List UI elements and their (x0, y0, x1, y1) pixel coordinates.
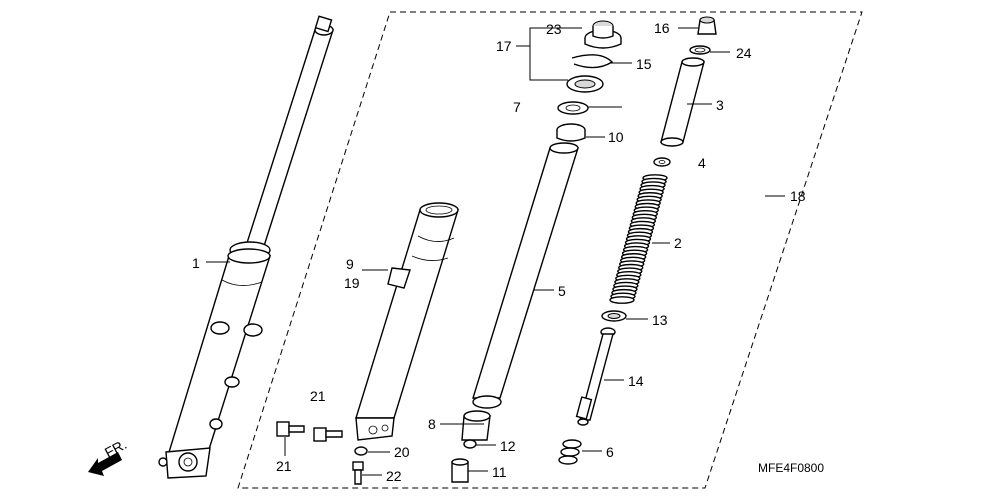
cap-23 (584, 20, 622, 49)
washer-7 (557, 101, 589, 115)
damper-rod-14 (575, 327, 616, 426)
label-10: 10 (608, 129, 624, 145)
label-4: 4 (698, 155, 706, 171)
label-20: 20 (394, 444, 410, 460)
bolt-22 (352, 461, 364, 485)
bolt-21a (276, 421, 305, 437)
label-21-bottom: 21 (276, 458, 292, 474)
spacer-3 (660, 57, 705, 147)
label-12: 12 (500, 438, 516, 454)
rebound-spring-6 (558, 439, 582, 465)
label-1: 1 (192, 255, 200, 271)
label-21-top: 21 (310, 388, 326, 404)
label-6: 6 (606, 444, 614, 460)
label-5: 5 (558, 283, 566, 299)
o-ring-24 (689, 45, 711, 55)
piston-11 (451, 458, 469, 483)
washer-4 (653, 157, 671, 167)
label-3: 3 (716, 97, 724, 113)
spring-coil (609, 296, 635, 304)
seat-13 (601, 310, 627, 322)
label-9: 9 (346, 256, 354, 272)
fork-assembly-1 (158, 15, 334, 479)
label-8: 8 (428, 416, 436, 432)
label-18: 18 (790, 188, 806, 204)
label-13: 13 (652, 312, 668, 328)
label-17: 17 (496, 38, 512, 54)
spring-2 (609, 174, 668, 304)
label-7: 7 (513, 99, 521, 115)
label-24: 24 (736, 45, 752, 61)
assembly-outline (237, 11, 863, 489)
snap-ring-15 (571, 54, 614, 69)
bushing-8 (461, 410, 491, 441)
label-15: 15 (636, 56, 652, 72)
nut-12 (463, 439, 477, 449)
bushing-10 (556, 123, 586, 142)
label-19: 19 (344, 275, 360, 291)
label-23: 23 (546, 21, 562, 37)
label-16: 16 (654, 20, 670, 36)
bolt-21b (313, 427, 343, 442)
front-direction-label: FR. (102, 436, 129, 461)
part-labels: 1 2 3 4 5 6 7 8 9 10 11 12 13 14 15 16 1… (192, 20, 806, 484)
front-direction-icon: FR. (88, 436, 129, 476)
label-11: 11 (492, 464, 507, 480)
label-2: 2 (674, 235, 682, 251)
label-22: 22 (386, 468, 402, 484)
washer-20 (354, 446, 368, 456)
fork-bolt-16 (697, 16, 717, 35)
label-14: 14 (628, 373, 644, 389)
oil-seal-17 (566, 75, 604, 93)
diagram-code: MFE4F0800 (758, 461, 824, 475)
leader-lines (206, 27, 785, 476)
inner-tube-5 (472, 142, 579, 409)
fork-slider-9 (355, 202, 459, 441)
